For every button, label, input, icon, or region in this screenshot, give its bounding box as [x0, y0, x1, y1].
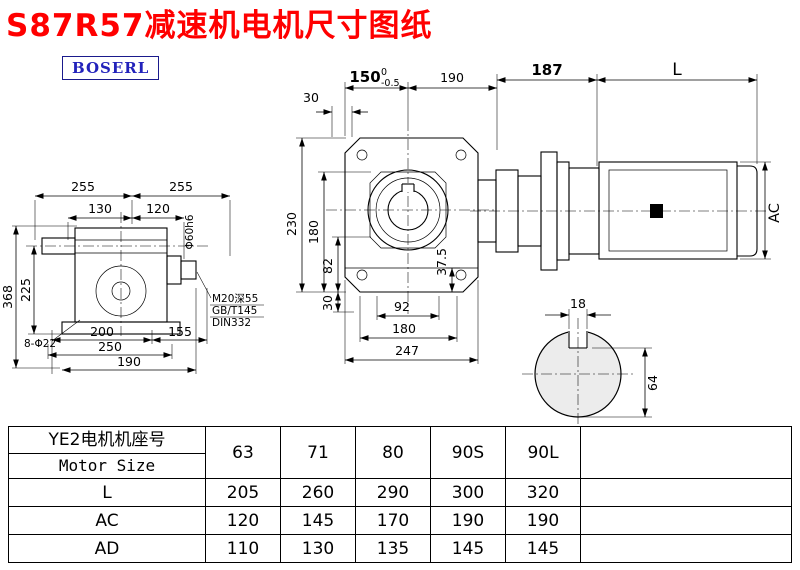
technical-drawing: 255 255 130 120 368 225 200 155 250 190 — [0, 60, 783, 424]
table-cell: 130 — [280, 534, 356, 563]
dim-155: 155 — [168, 324, 192, 339]
table-cell: 190 — [505, 506, 581, 535]
table-cell: 205 — [205, 478, 281, 507]
dim-150-tol-upper: 0 — [381, 67, 387, 78]
dim-L: L — [672, 60, 682, 80]
side-view-dimensions: 255 255 130 120 368 225 200 155 250 190 — [0, 179, 264, 374]
callout-gbt145: GB/T145 — [212, 305, 257, 317]
table-cell: 190 — [430, 506, 506, 535]
callout-m20: M20深55 — [212, 293, 258, 305]
table-cell: 300 — [430, 478, 506, 507]
empty-filler-cell — [580, 506, 792, 535]
motor-size-label-cn: YE2电机机座号 — [9, 427, 205, 454]
table-row-AD: AD 110 130 135 145 145 — [8, 534, 792, 563]
dim-255-right: 255 — [169, 179, 193, 194]
page-title: S87R57减速机电机尺寸图纸 — [6, 8, 433, 44]
dim-150-tol-lower: -0.5 — [381, 78, 400, 89]
row-label-L: L — [8, 478, 206, 507]
table-cell: 145 — [505, 534, 581, 563]
dim-190-side: 190 — [117, 354, 141, 369]
motor-size-table: YE2电机机座号 Motor Size 63 71 80 90S 90L L 2… — [8, 426, 792, 563]
dim-bolt-holes: 8-Φ22 — [24, 338, 56, 350]
table-header-row: YE2电机机座号 Motor Size 63 71 80 90S 90L — [8, 426, 792, 479]
dim-255-left: 255 — [71, 179, 95, 194]
empty-filler-cell — [580, 478, 792, 507]
size-column-90l: 90L — [505, 426, 581, 479]
table-cell: 135 — [355, 534, 431, 563]
table-cell: 120 — [205, 506, 281, 535]
shaft-section-view — [522, 318, 636, 424]
front-view-dimensions: 150 0 -0.5 190 30 187 L 230 180 82 30 92… — [284, 60, 758, 364]
empty-filler-cell — [580, 426, 792, 479]
table-cell: 170 — [355, 506, 431, 535]
table-cell: 145 — [280, 506, 356, 535]
size-column-71: 71 — [280, 426, 356, 479]
table-cell: 110 — [205, 534, 281, 563]
table-row-L: L 205 260 290 300 320 — [8, 478, 792, 507]
dim-250: 250 — [98, 339, 122, 354]
table-cell: 145 — [430, 534, 506, 563]
motor-size-header-cell: YE2电机机座号 Motor Size — [8, 426, 206, 479]
dim-18: 18 — [570, 296, 586, 311]
table-row-AC: AC 120 145 170 190 190 — [8, 506, 792, 535]
dim-30-bottom: 30 — [320, 295, 335, 311]
front-view — [326, 120, 494, 314]
table-cell: 290 — [355, 478, 431, 507]
size-column-80: 80 — [355, 426, 431, 479]
size-column-90s: 90S — [430, 426, 506, 479]
dim-247: 247 — [395, 343, 419, 358]
side-view — [26, 212, 210, 336]
dim-187: 187 — [531, 61, 562, 79]
dim-150: 150 — [349, 68, 380, 86]
row-label-AC: AC — [8, 506, 206, 535]
dim-92: 92 — [394, 299, 410, 314]
callout-din332: DIN332 — [212, 317, 251, 329]
motor-size-label-en: Motor Size — [58, 456, 156, 475]
dim-225: 225 — [18, 278, 33, 302]
dim-30-top: 30 — [303, 90, 319, 105]
dim-37-5: 37.5 — [434, 248, 449, 276]
dim-180-bottom: 180 — [392, 321, 416, 336]
table-cell: 320 — [505, 478, 581, 507]
dim-AC: AC — [767, 203, 783, 223]
dim-120: 120 — [146, 201, 170, 216]
dim-130: 130 — [88, 201, 112, 216]
size-column-63: 63 — [205, 426, 281, 479]
dim-230: 230 — [284, 212, 299, 236]
dim-82: 82 — [320, 258, 335, 274]
empty-filler-cell — [580, 534, 792, 563]
motor-dimensions: AC — [740, 161, 783, 260]
table-cell: 260 — [280, 478, 356, 507]
row-label-AD: AD — [8, 534, 206, 563]
motor-view — [470, 151, 766, 271]
dim-64: 64 — [645, 375, 660, 391]
dim-190-top: 190 — [440, 70, 464, 85]
motor-nameplate — [650, 204, 663, 218]
boserl-logo: BOSERL — [62, 56, 160, 80]
dim-368: 368 — [0, 285, 15, 309]
dim-shaft-diameter: Φ60h6 — [184, 214, 196, 249]
shaft-section-dimensions: 18 64 — [545, 296, 660, 418]
dim-180-left: 180 — [306, 220, 321, 244]
dim-200: 200 — [90, 324, 114, 339]
